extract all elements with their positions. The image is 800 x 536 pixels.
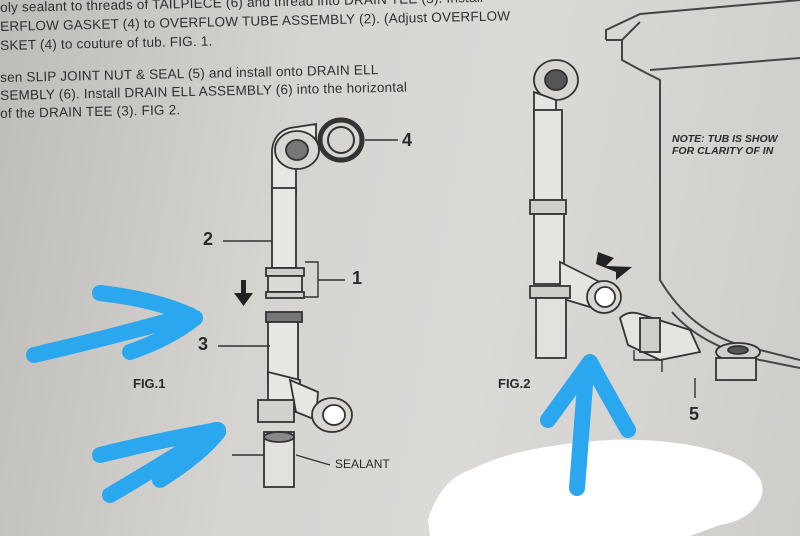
sealant-label: SEALANT xyxy=(335,457,390,471)
tub-note-line-2: FOR CLARITY OF IN xyxy=(672,145,774,157)
blue-arrow-lower-left xyxy=(92,422,226,503)
down-arrow xyxy=(234,280,253,306)
figure-2-caption: FIG.2 xyxy=(498,376,531,391)
part-label-2: 2 xyxy=(203,229,214,249)
tub-note: NOTE: TUB IS SHOW FOR CLARITY OF IN xyxy=(672,133,778,157)
tub-note-line-1: NOTE: TUB IS SHOW xyxy=(672,133,778,145)
blue-arrow-upper-left xyxy=(26,285,203,363)
gasket-4 xyxy=(317,117,365,163)
right-arrow xyxy=(596,252,632,280)
fig2-assembly xyxy=(529,59,761,381)
part-label-5: 5 xyxy=(689,404,700,424)
leader-lines-fig1 xyxy=(218,139,398,466)
part-label-4: 4 xyxy=(402,130,413,150)
tub-outline xyxy=(605,0,800,369)
part-label-1: 1 xyxy=(352,268,363,288)
figure-1-caption: FIG.1 xyxy=(133,376,166,391)
fig1-assembly xyxy=(257,122,353,488)
leader-lines-fig2 xyxy=(633,350,696,398)
blue-arrow-up xyxy=(540,354,636,496)
redaction-blob xyxy=(428,439,763,536)
blue-annotations xyxy=(26,285,636,503)
part-label-3: 3 xyxy=(198,334,209,354)
